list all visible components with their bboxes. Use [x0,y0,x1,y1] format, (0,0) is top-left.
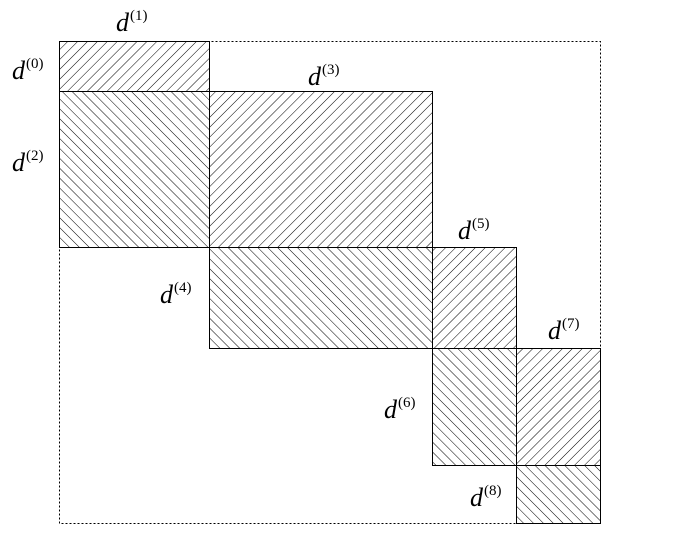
label-d1: d(1) [116,8,148,37]
label-d5: d(5) [458,216,490,245]
block-d7 [516,348,601,466]
label-d2: d(2) [12,148,44,177]
block-d5 [432,247,517,349]
block-d6 [432,348,517,466]
label-d7: d(7) [548,316,580,345]
label-d6: d(6) [384,395,416,424]
label-d4: d(4) [160,280,192,309]
block-d4 [209,247,433,349]
block-d1 [59,41,210,92]
block-d3 [209,91,433,248]
label-d0: d(0) [12,56,44,85]
label-d3: d(3) [308,62,340,91]
label-d8: d(8) [470,483,502,512]
block-d2 [59,91,210,248]
outer-dotted-border [59,41,601,524]
block-d8 [516,465,601,524]
